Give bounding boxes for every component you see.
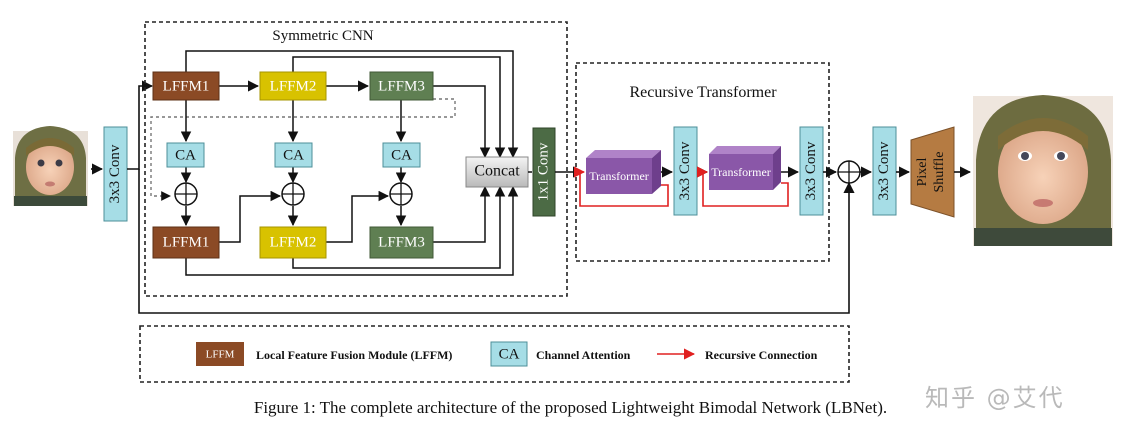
lffm2-top-block: LFFM2 [259,71,327,101]
conv-b-block: 3x3 Conv [799,126,824,216]
lffm2-bottom-block: LFFM2 [259,226,327,259]
input-image [13,126,88,206]
svg-text:LFFM1: LFFM1 [163,234,210,250]
conv-a-block: 3x3 Conv [673,126,698,216]
ca-block-3: CA [382,142,421,168]
svg-text:Transformer: Transformer [589,169,649,183]
transformer-block-2: Transformer [709,146,781,190]
svg-text:LFFM1: LFFM1 [163,78,210,94]
svg-text:CA: CA [391,147,412,163]
add-node-2 [281,182,305,206]
svg-text:LFFM3: LFFM3 [378,78,425,94]
symmetric-cnn-title: Symmetric CNN [272,28,373,44]
transformer-block-1: Transformer [586,150,661,194]
lffm3-top-block: LFFM3 [369,71,434,101]
recursive-transformer-title: Recursive Transformer [629,84,777,101]
svg-text:1x1 Conv: 1x1 Conv [535,142,551,201]
legend-recursive-text: Recursive Connection [705,348,818,362]
ca-block-2: CA [274,142,313,168]
svg-text:CA: CA [175,147,196,163]
svg-text:LFFM: LFFM [206,349,235,361]
concat-block: Concat [465,156,529,188]
lffm1-top-block: LFFM1 [152,71,220,101]
conv1x1-block: 1x1 Conv [532,127,556,217]
svg-text:3x3 Conv: 3x3 Conv [803,141,819,200]
ca-block-1: CA [166,142,205,168]
legend-lffm-swatch: LFFM [196,342,244,366]
output-conv-block: 3x3 Conv [872,126,897,216]
lffm1-bottom-block: LFFM1 [152,226,220,259]
svg-text:Shuffle: Shuffle [932,152,947,193]
svg-text:CA: CA [283,147,304,163]
svg-text:Concat: Concat [474,163,520,180]
svg-text:LFFM3: LFFM3 [378,234,425,250]
svg-text:LFFM2: LFFM2 [270,234,317,250]
input-conv-label: 3x3 Conv [107,144,123,203]
legend-ca-text: Channel Attention [536,348,631,362]
svg-text:LFFM2: LFFM2 [270,78,317,94]
symmetric-cnn-box [144,21,568,297]
legend-ca-swatch: CA [490,341,528,367]
pixel-shuffle-block: Pixel Shuffle [910,126,955,218]
input-conv-block: 3x3 Conv [103,126,128,222]
watermark: 知乎 @艾代 [925,384,1065,412]
svg-text:CA: CA [499,346,520,362]
add-node-final [837,160,861,184]
svg-text:Transformer: Transformer [711,165,771,179]
recursive-transformer-box [575,62,830,262]
svg-text:Pixel: Pixel [915,158,930,187]
legend-lffm-text: Local Feature Fusion Module (LFFM) [256,348,452,362]
add-node-1 [174,182,198,206]
add-node-3 [389,182,413,206]
output-image [973,95,1113,246]
lffm3-bottom-block: LFFM3 [369,226,434,259]
figure-caption: Figure 1: The complete architecture of t… [253,398,888,417]
svg-text:3x3 Conv: 3x3 Conv [677,141,693,200]
legend-box [139,325,850,383]
svg-text:3x3 Conv: 3x3 Conv [876,141,892,200]
